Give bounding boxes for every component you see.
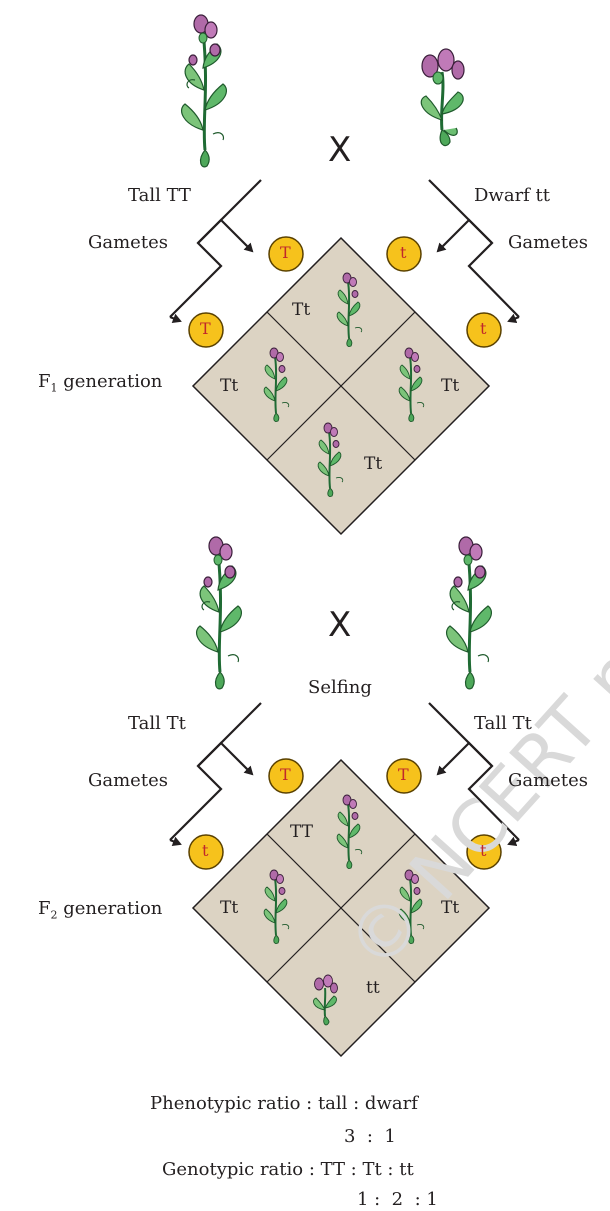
gamete-circle	[466, 834, 502, 870]
gamete-allele: T	[280, 765, 291, 784]
cross1-left-arrows	[169, 179, 262, 324]
gamete-circle	[386, 236, 422, 272]
cross1-right-arrows	[428, 179, 520, 324]
f2-cell-left-genotype: Tt	[220, 898, 239, 918]
gamete-circle	[188, 312, 224, 348]
gametes-label-right-1: Gametes	[508, 232, 588, 253]
f1-cell-left-genotype: Tt	[220, 376, 239, 396]
gamete-allele: T	[280, 243, 291, 262]
f1-punnett-square	[191, 236, 491, 536]
f1-generation-label: F1 generation	[38, 371, 163, 395]
f2-punnett-square	[191, 758, 491, 1058]
cross-symbol-2: X	[328, 605, 352, 645]
f2-cell-right-genotype: Tt	[441, 898, 460, 918]
genotypic-ratio-values: 1 : 2 : 1	[357, 1189, 438, 1210]
gamete-circle	[386, 758, 422, 794]
f1-cell-right-genotype: Tt	[441, 376, 460, 396]
gamete-circle	[188, 834, 224, 870]
phenotypic-ratio-label: Phenotypic ratio : tall : dwarf	[150, 1093, 418, 1114]
gamete-circle	[268, 758, 304, 794]
gamete-allele: T	[200, 319, 211, 338]
phenotypic-ratio-values: 3 : 1	[344, 1126, 396, 1147]
gamete-circle	[466, 312, 502, 348]
cross-symbol-1: X	[328, 130, 352, 170]
gamete-allele: t	[202, 841, 209, 860]
f1-parent-plant-left	[195, 535, 243, 691]
tall-parent-plant-1	[180, 13, 228, 169]
f1-parent-plant-right	[445, 535, 493, 691]
gametes-label-left-2: Gametes	[88, 770, 168, 791]
gamete-allele: t	[480, 319, 487, 338]
parent-label-right-1: Dwarf tt	[474, 185, 551, 206]
gamete-allele: T	[398, 765, 409, 784]
f2-cell-bottom-genotype: tt	[366, 978, 380, 998]
cross2-right-arrows	[428, 702, 520, 847]
f2-generation-label: F2 generation	[38, 898, 163, 922]
parent-label-left-1: Tall TT	[128, 185, 191, 206]
f1-cell-top-genotype: Tt	[292, 300, 311, 320]
genotypic-ratio-label: Genotypic ratio : TT : Tt : tt	[162, 1159, 414, 1180]
gametes-label-right-2: Gametes	[508, 770, 588, 791]
f1-cell-bottom-genotype: Tt	[364, 454, 383, 474]
f2-cell-top-genotype: TT	[290, 822, 313, 842]
gamete-allele: t	[480, 841, 487, 860]
gamete-allele: t	[400, 243, 407, 262]
selfing-label: Selfing	[308, 677, 372, 698]
gametes-label-left-1: Gametes	[88, 232, 168, 253]
cross2-left-arrows	[169, 702, 262, 847]
parent-label-left-2: Tall Tt	[128, 713, 186, 734]
parent-label-right-2: Tall Tt	[474, 713, 532, 734]
dwarf-parent-plant	[419, 47, 466, 148]
gamete-circle	[268, 236, 304, 272]
